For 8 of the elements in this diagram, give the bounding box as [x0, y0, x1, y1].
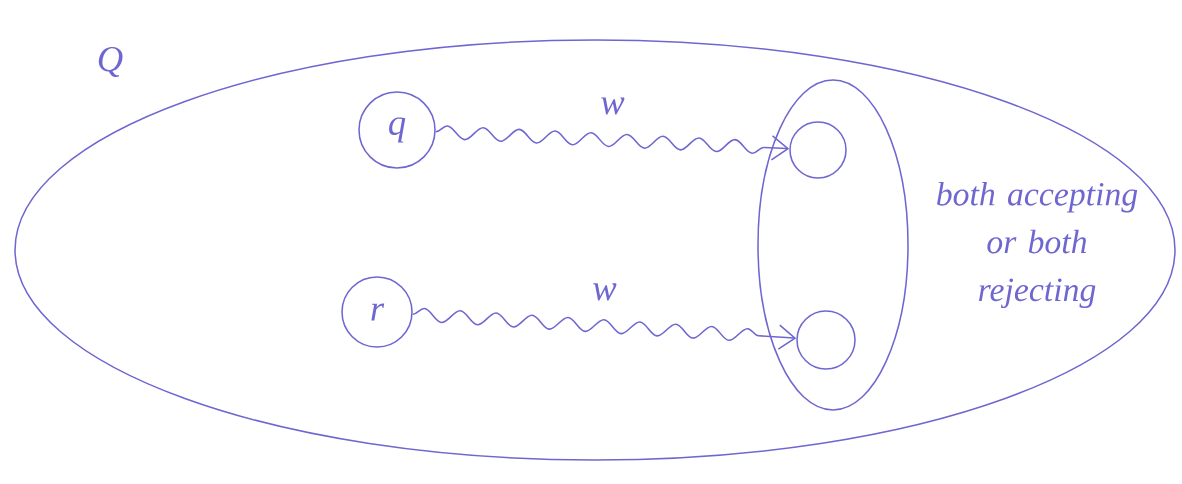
- edge-label: w: [601, 97, 625, 115]
- state-set-ellipse: [757, 79, 909, 411]
- state-circle: [789, 121, 847, 179]
- state-circle: [796, 310, 856, 370]
- note-text: both accepting or both rejecting: [937, 181, 1138, 309]
- edge-label: w: [593, 283, 617, 301]
- wavy-arrow: [434, 125, 790, 161]
- wavy-arrow: [411, 307, 797, 350]
